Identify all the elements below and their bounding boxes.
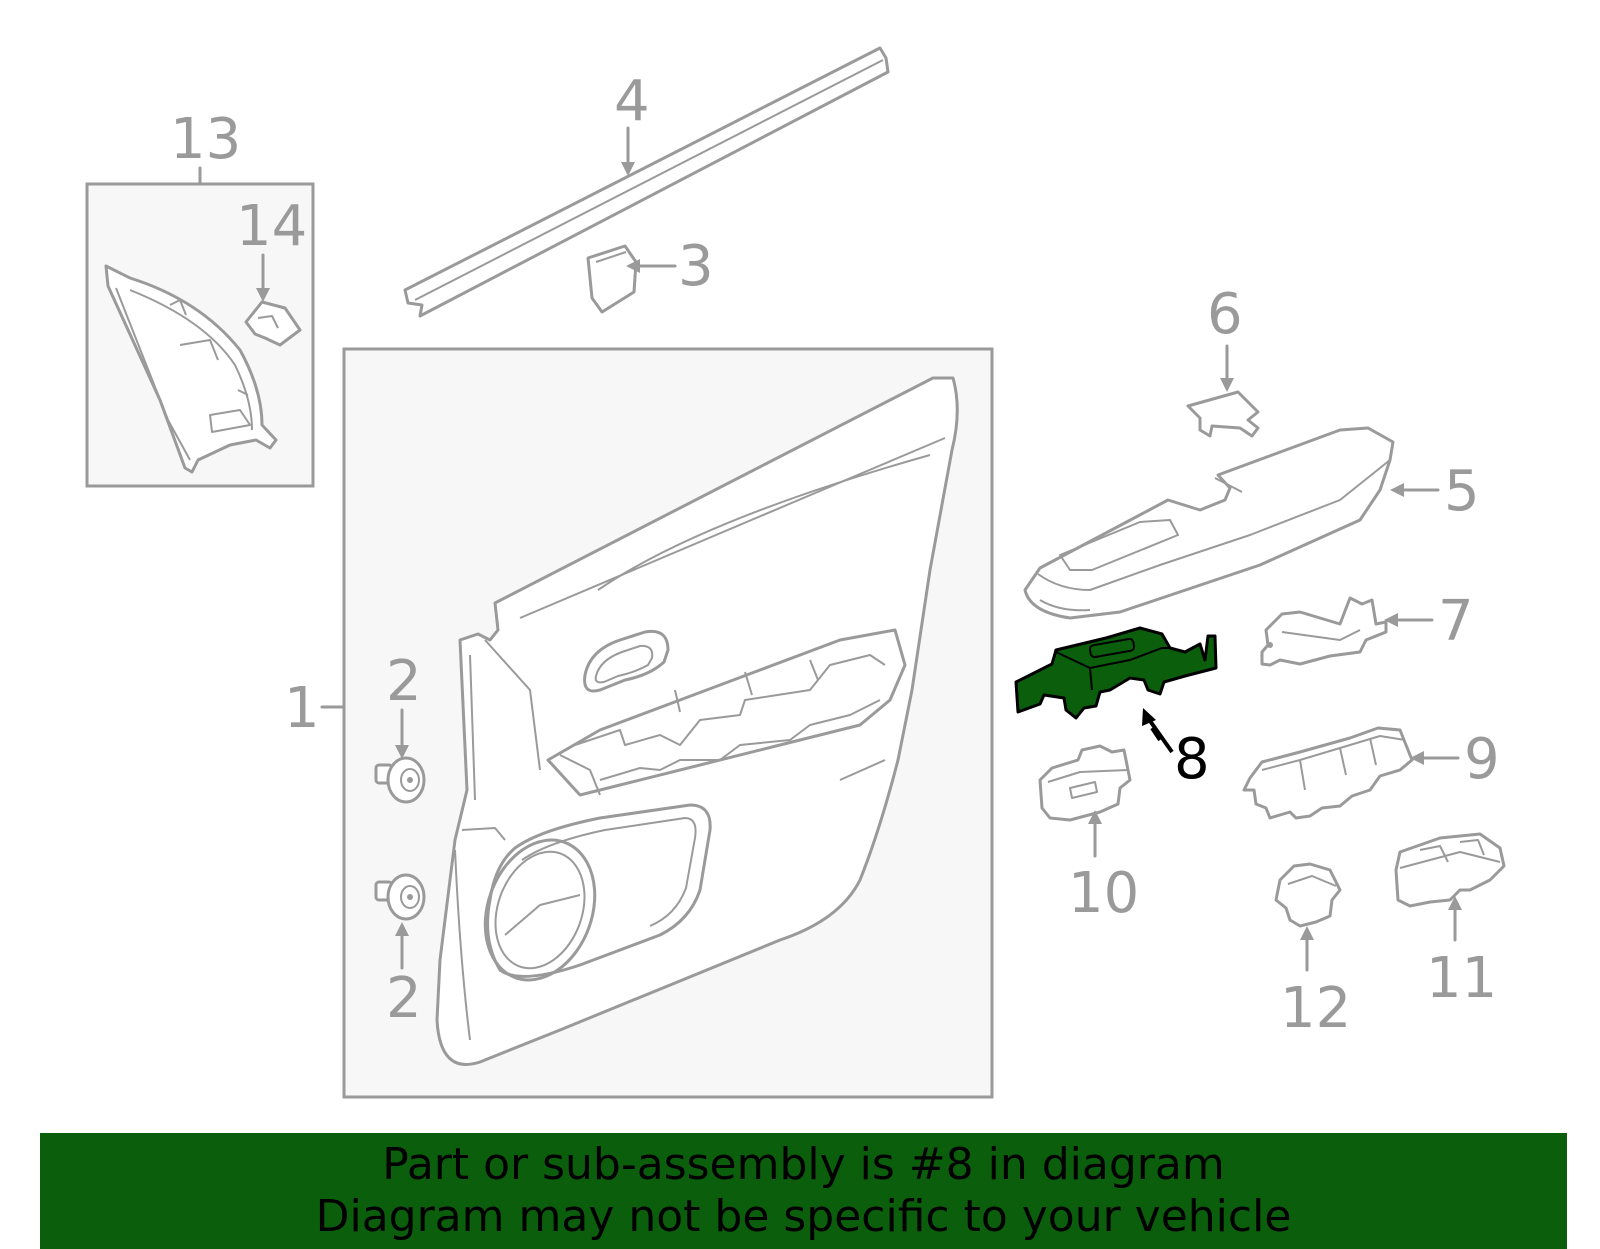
part-3-group xyxy=(586,244,677,314)
callout-12: 12 xyxy=(1280,976,1351,1041)
part-3-cap xyxy=(586,244,638,314)
callout-14: 14 xyxy=(236,194,307,259)
callout-8: 8 xyxy=(1174,727,1210,792)
banner-line-1: Part or sub-assembly is #8 in diagram xyxy=(382,1139,1225,1190)
banner-line-2: Diagram may not be specific to your vehi… xyxy=(315,1191,1292,1242)
part-13-group xyxy=(85,166,315,488)
callout-4: 4 xyxy=(614,69,650,134)
part-7-group xyxy=(1260,596,1434,667)
callout-2-bottom: 2 xyxy=(386,966,422,1031)
part-2-clip-top xyxy=(374,708,426,804)
part-11-group xyxy=(1394,832,1506,942)
part-4-group xyxy=(403,46,890,318)
callout-3: 3 xyxy=(678,234,714,299)
part-6-group xyxy=(1186,344,1260,438)
callout-6: 6 xyxy=(1207,282,1243,347)
part-9-switch xyxy=(1242,726,1414,820)
part-5-group xyxy=(1023,426,1440,620)
part-7-bracket xyxy=(1260,596,1388,667)
callout-10: 10 xyxy=(1068,861,1139,926)
callout-1: 1 xyxy=(284,676,320,741)
callout-9: 9 xyxy=(1464,727,1500,792)
part-13-trim xyxy=(104,264,278,474)
part-6-cover xyxy=(1186,390,1260,438)
part-12-group xyxy=(1274,862,1342,972)
part-8-bracket[interactable] xyxy=(1014,626,1218,720)
callout-5: 5 xyxy=(1444,459,1480,524)
part-10-switch xyxy=(1038,744,1132,822)
part-14-clip xyxy=(244,300,302,347)
part-2-clip-bottom xyxy=(374,873,426,970)
part-1-group xyxy=(320,347,994,1099)
callout-11: 11 xyxy=(1426,946,1497,1011)
part-11-switch xyxy=(1394,832,1506,908)
part-8-group xyxy=(1014,626,1218,754)
part-9-group xyxy=(1242,726,1460,820)
callout-7: 7 xyxy=(1438,589,1474,654)
part-10-group xyxy=(1038,744,1132,858)
callout-13: 13 xyxy=(170,107,241,172)
speaker-grille xyxy=(483,838,597,982)
callout-2-top: 2 xyxy=(386,649,422,714)
info-banner: Part or sub-assembly is #8 in diagram Di… xyxy=(40,1133,1567,1249)
part-12-switch xyxy=(1274,862,1342,928)
